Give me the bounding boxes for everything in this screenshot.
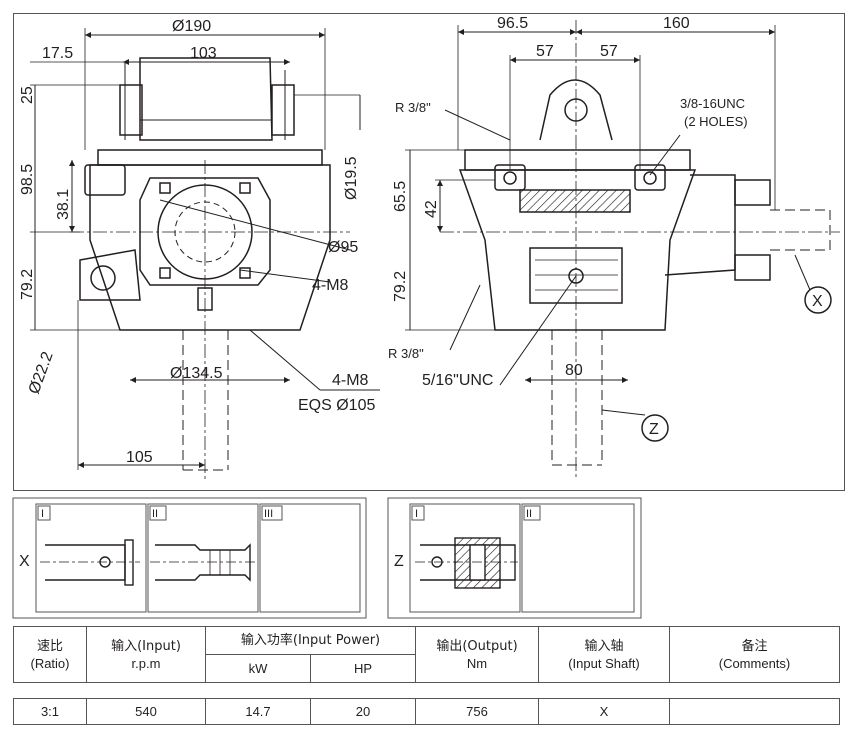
cell-hp: 20 [310,698,416,725]
dim-d42: 42 [423,200,440,218]
dim-d38-1: 38.1 [55,189,72,220]
dim-d17-5: 17.5 [42,45,73,62]
cell-rpm: 540 [86,698,206,725]
cell-ratio: 3:1 [13,698,87,725]
dim-d25: 25 [19,86,36,104]
dim-d134-5: Ø134.5 [170,365,223,382]
header-hp: HP [310,654,416,683]
dim-d96-5: 96.5 [497,15,528,32]
dim-d105: 105 [126,449,153,466]
cell-comments [669,698,840,725]
shaft-z-label: Z [394,553,404,570]
cell-shaft: X [538,698,670,725]
spec-table: 速比 (Ratio) 输入(Input) r.p.m 输入功率(Input Po… [13,626,840,725]
drawing-frame [13,13,845,491]
note-r-bottom: R 3/8" [388,346,424,361]
dim-d65-5: 65.5 [392,181,409,212]
header-kw: kW [205,654,311,683]
callout-x: X [812,293,823,310]
header-ratio: 速比 (Ratio) [13,626,87,683]
shaft-options-x: X I II III [12,497,367,619]
dim-d95: Ø95 [328,239,358,256]
header-shaft: 输入轴 (Input Shaft) [538,626,670,683]
note-r-top: R 3/8" [395,100,431,115]
shaft-x-cell-2: II [152,508,158,520]
dim-d79-2-side: 79.2 [392,271,409,302]
dim-d57b: 57 [600,43,618,60]
dim-m8-top: 4-M8 [312,277,349,294]
header-comments: 备注 (Comments) [669,626,840,683]
side-view [405,20,840,480]
shaft-options-z: Z I II [387,497,642,619]
dim-d98-5: 98.5 [19,164,36,195]
dim-m8-bottom: 4-M8 [332,372,369,389]
shaft-z-cell-2: II [526,508,532,520]
side-view-labels: 96.5 160 57 57 R 3/8" 3/8-16UNC (2 HOLES… [388,15,823,438]
dim-d79-2: 79.2 [19,269,36,300]
cell-nm: 756 [415,698,539,725]
cell-kw: 14.7 [205,698,311,725]
spec-row: 3:1 540 14.7 20 756 X [13,698,840,725]
header-power: 输入功率(Input Power) [205,626,416,655]
header-output: 输出(Output) Nm [415,626,539,683]
header-input: 输入(Input) r.p.m [86,626,206,683]
shaft-z-cell-1: I [415,508,418,520]
shaft-x-cell-1: I [41,508,44,520]
dim-d190: Ø190 [172,18,211,35]
dim-d103: 103 [190,45,217,62]
note-unc-1: 3/8-16UNC [680,96,745,111]
dim-eqs105: EQS Ø105 [298,397,375,414]
note-unc-2: (2 HOLES) [684,114,748,129]
front-view [30,28,380,480]
front-view-labels: Ø190 103 17.5 25 98.5 38.1 79.2 Ø19.5 Ø9… [19,18,375,466]
callout-z: Z [649,421,659,438]
dim-d19-5: Ø19.5 [343,156,360,200]
note-unc516: 5/16"UNC [422,372,493,389]
shaft-x-cell-3: III [264,508,273,520]
dim-d160: 160 [663,15,690,32]
shaft-x-label: X [19,553,30,570]
dim-d22-2: Ø22.2 [26,350,57,397]
dim-d57a: 57 [536,43,554,60]
dim-d80: 80 [565,362,583,379]
